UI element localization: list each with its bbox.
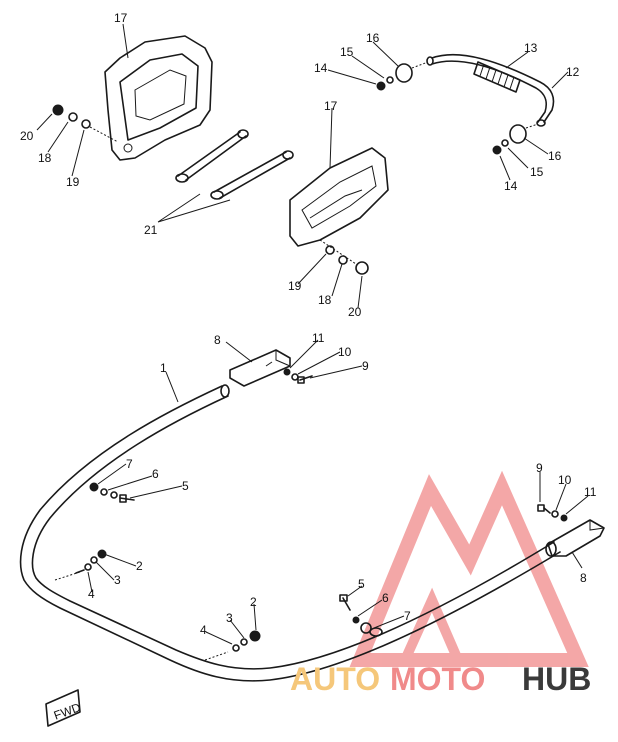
fasteners-9-10-11-right — [537, 504, 568, 522]
callout-5-right: 5 — [358, 577, 365, 591]
callout-6-right: 6 — [382, 591, 389, 605]
watermark-auto: AUTO — [290, 661, 380, 697]
callout-15-top: 15 — [340, 45, 354, 59]
fasteners-center — [319, 239, 369, 275]
fasteners-5-6-7-right — [339, 594, 383, 637]
fasteners-left — [52, 104, 119, 143]
callout-14-top: 14 — [314, 61, 328, 75]
callout-17-center: 17 — [324, 99, 338, 113]
bracket-17-center — [289, 147, 389, 247]
frame-tube-1 — [19, 384, 561, 682]
leader-lines — [36, 23, 589, 645]
watermark-text: AUTO MOTO HUB — [290, 661, 591, 697]
fwd-label: FWD — [52, 700, 83, 723]
callout-4-left: 4 — [88, 587, 95, 601]
callout-3-bottom: 3 — [226, 611, 233, 625]
clamp-8-upper — [229, 349, 291, 387]
callout-4-bottom: 4 — [200, 623, 207, 637]
fwd-arrow-icon: FWD — [45, 689, 83, 727]
fasteners-mid-right — [492, 123, 539, 155]
callout-20-left: 20 — [20, 129, 34, 143]
callout-5-left: 5 — [182, 479, 189, 493]
callout-8-upper: 8 — [214, 333, 221, 347]
watermark-moto: MOTO — [390, 661, 485, 697]
watermark-hub: HUB — [522, 661, 591, 697]
callout-2-left: 2 — [136, 559, 143, 573]
callout-13: 13 — [524, 41, 538, 55]
callout-11-right: 11 — [584, 485, 597, 499]
callout-14-right: 14 — [504, 179, 518, 193]
fasteners-9-10-11-upper — [283, 368, 313, 384]
callout-9-upper: 9 — [362, 359, 369, 373]
bracket-17-left — [104, 35, 213, 161]
callout-labels: 17 20 18 19 21 16 15 14 13 12 16 15 14 1… — [20, 11, 597, 637]
callout-11-upper: 11 — [312, 331, 325, 345]
callout-19-left: 19 — [66, 175, 80, 189]
callout-15-right: 15 — [530, 165, 544, 179]
callout-19-center: 19 — [288, 279, 302, 293]
callout-10-upper: 10 — [338, 345, 352, 359]
callout-18-center: 18 — [318, 293, 332, 307]
callout-12: 12 — [566, 65, 580, 79]
clamp-8-right — [545, 519, 605, 557]
callout-10-right: 10 — [558, 473, 572, 487]
callout-16-right: 16 — [548, 149, 562, 163]
fasteners-5-6-7-left — [89, 482, 135, 503]
callout-18-left: 18 — [38, 151, 52, 165]
callout-8-right: 8 — [580, 571, 587, 585]
callout-7-right: 7 — [404, 609, 411, 623]
callout-16-top: 16 — [366, 31, 380, 45]
callout-17-left: 17 — [114, 11, 128, 25]
callout-1: 1 — [160, 361, 167, 375]
callout-3-left: 3 — [114, 573, 121, 587]
callout-9-right: 9 — [536, 461, 543, 475]
handle-rod-12 — [426, 54, 555, 127]
fasteners-top-right — [376, 61, 429, 91]
callout-20-center: 20 — [348, 305, 362, 319]
fasteners-2-3-4-bottom — [204, 630, 261, 661]
fasteners-2-3-4-left — [54, 549, 107, 581]
callout-7-left: 7 — [126, 457, 133, 471]
callout-21: 21 — [144, 223, 158, 237]
studs-21 — [175, 129, 294, 200]
callout-6-left: 6 — [152, 467, 159, 481]
callout-2-bottom: 2 — [250, 595, 257, 609]
watermark-logo — [349, 470, 589, 667]
